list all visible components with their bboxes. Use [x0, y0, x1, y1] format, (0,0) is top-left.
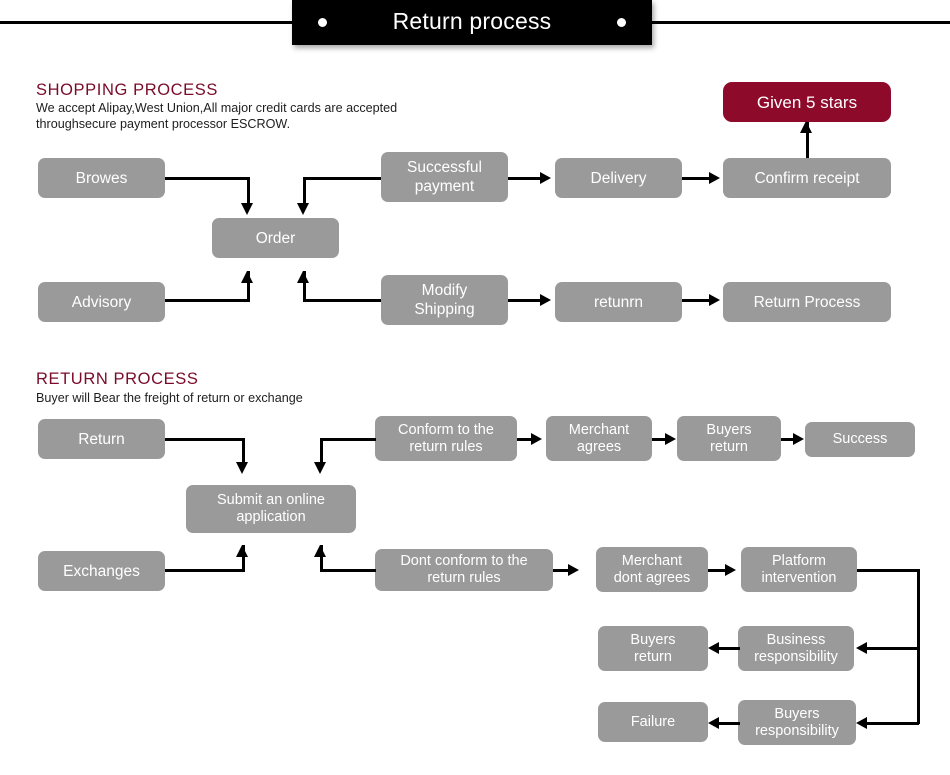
- arrowhead-return-to-submit: [236, 462, 248, 474]
- arrowhead-buyers-return-to-success: [793, 433, 804, 445]
- connector-dont-conform-up: [320, 545, 323, 571]
- arrowhead-exchanges-to-submit: [236, 545, 248, 557]
- arrowhead-bus-to-business-resp: [856, 642, 867, 654]
- node-browes[interactable]: Browes: [38, 158, 165, 198]
- connector-modify-up: [303, 271, 306, 301]
- node-dont-conform-to-return-rules[interactable]: Dont conform to the return rules: [375, 549, 553, 591]
- connector-merchant-dont-to-platform: [708, 569, 726, 572]
- connector-exchanges-right: [165, 569, 245, 572]
- node-merchant-dont-agrees[interactable]: Merchant dont agrees: [596, 547, 708, 592]
- connector-dont-conform-to-merchant: [553, 569, 569, 572]
- shopping-process-heading: SHOPPING PROCESS: [36, 81, 218, 99]
- node-return[interactable]: Return: [38, 419, 165, 459]
- node-order[interactable]: Order: [212, 218, 339, 258]
- bullet-dot-right-icon: [617, 18, 626, 27]
- node-given-5-stars[interactable]: Given 5 stars: [723, 82, 891, 122]
- connector-buyers-return-to-success: [781, 438, 794, 441]
- connector-conform-left: [320, 438, 376, 441]
- connector-conform-to-merchant: [517, 438, 532, 441]
- arrowhead-conform-to-merchant: [531, 433, 542, 445]
- arrowhead-browes-to-order: [241, 203, 253, 215]
- header-rule-right: [650, 21, 950, 24]
- arrowhead-dont-conform-to-submit: [314, 545, 326, 557]
- connector-advisory-right: [165, 299, 250, 302]
- arrowhead-modify-to-retunrn: [540, 294, 551, 306]
- return-process-heading: RETURN PROCESS: [36, 370, 199, 388]
- connector-return-right: [165, 438, 245, 441]
- node-conform-to-return-rules[interactable]: Conform to the return rules: [375, 416, 517, 461]
- connector-bus-to-buyers-resp: [866, 722, 919, 725]
- arrowhead-dont-conform-to-merchant: [568, 564, 579, 576]
- connector-modify-left: [303, 299, 381, 302]
- connector-platform-right: [857, 569, 920, 572]
- connector-retunrn-to-return-process: [682, 299, 710, 302]
- arrowhead-confirm-to-stars: [800, 121, 812, 133]
- page-header: Return process: [0, 0, 950, 48]
- connector-dont-conform-left: [320, 569, 376, 572]
- node-submit-online-application[interactable]: Submit an online application: [186, 485, 356, 533]
- node-business-responsibility[interactable]: Business responsibility: [738, 626, 854, 671]
- connector-modify-to-retunrn: [508, 299, 541, 302]
- node-retunrn[interactable]: retunrn: [555, 282, 682, 322]
- arrowhead-business-resp-to-buyers-return: [708, 642, 719, 654]
- connector-business-resp-to-buyers-return: [718, 647, 740, 650]
- arrowhead-modify-to-order: [297, 271, 309, 283]
- node-delivery[interactable]: Delivery: [555, 158, 682, 198]
- title-plate: Return process: [292, 0, 652, 45]
- node-exchanges[interactable]: Exchanges: [38, 551, 165, 591]
- arrowhead-payment-to-order: [297, 203, 309, 215]
- connector-confirm-to-stars: [806, 122, 809, 158]
- node-return-process[interactable]: Return Process: [723, 282, 891, 322]
- connector-conform-down: [320, 438, 323, 464]
- arrowhead-merchant-to-buyers-return: [665, 433, 676, 445]
- node-buyers-return-top[interactable]: Buyers return: [677, 416, 781, 461]
- arrowhead-delivery-to-confirm: [709, 172, 720, 184]
- arrowhead-merchant-dont-to-platform: [725, 564, 736, 576]
- connector-payment-down: [303, 177, 306, 205]
- node-merchant-agrees[interactable]: Merchant agrees: [546, 416, 652, 461]
- node-modify-shipping[interactable]: Modify Shipping: [381, 275, 508, 325]
- header-rule-left: [0, 21, 300, 24]
- connector-browes-right: [165, 177, 250, 180]
- node-success[interactable]: Success: [805, 422, 915, 457]
- connector-exchanges-up: [242, 545, 245, 571]
- connector-advisory-up: [247, 271, 250, 301]
- node-platform-intervention[interactable]: Platform intervention: [741, 547, 857, 592]
- arrowhead-advisory-to-order: [241, 271, 253, 283]
- connector-platform-down-bus: [917, 569, 920, 724]
- connector-bus-to-business-resp: [866, 647, 919, 650]
- arrowhead-conform-to-submit: [314, 462, 326, 474]
- arrowhead-payment-to-delivery: [540, 172, 551, 184]
- shopping-process-description: We accept Alipay,West Union,All major cr…: [36, 101, 398, 131]
- page-title: Return process: [392, 8, 552, 34]
- connector-browes-down: [247, 177, 250, 205]
- node-successful-payment[interactable]: Successful payment: [381, 152, 508, 202]
- connector-buyers-resp-to-failure: [718, 722, 740, 725]
- return-process-description: Buyer will Bear the freight of return or…: [36, 391, 303, 405]
- connector-delivery-to-confirm: [682, 177, 710, 180]
- connector-payment-to-delivery: [508, 177, 541, 180]
- node-buyers-responsibility[interactable]: Buyers responsibility: [738, 700, 856, 745]
- connector-return-down: [242, 438, 245, 464]
- arrowhead-retunrn-to-return-process: [709, 294, 720, 306]
- node-advisory[interactable]: Advisory: [38, 282, 165, 322]
- node-buyers-return-bottom[interactable]: Buyers return: [598, 626, 708, 671]
- node-confirm-receipt[interactable]: Confirm receipt: [723, 158, 891, 198]
- arrowhead-buyers-resp-to-failure: [708, 717, 719, 729]
- connector-payment-left: [303, 177, 381, 180]
- bullet-dot-left-icon: [318, 18, 327, 27]
- arrowhead-bus-to-buyers-resp: [856, 717, 867, 729]
- node-failure[interactable]: Failure: [598, 702, 708, 742]
- connector-merchant-to-buyers-return: [652, 438, 666, 441]
